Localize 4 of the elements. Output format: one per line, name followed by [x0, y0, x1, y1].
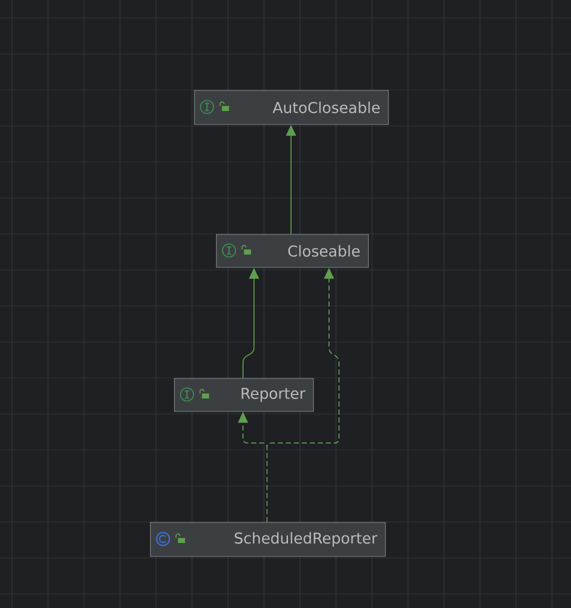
- class-box: Reporter: [174, 378, 314, 412]
- class-box: Closeable: [216, 234, 369, 268]
- class-box: ScheduledReporter: [150, 522, 386, 557]
- class-box: AutoCloseable: [194, 90, 389, 125]
